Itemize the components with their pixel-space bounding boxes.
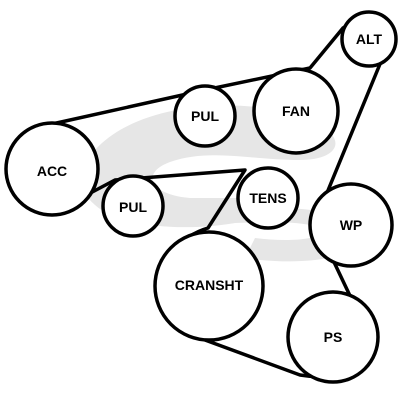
pulley-acc: ACC [4, 121, 100, 217]
pulley-alt-label: ALT [356, 31, 383, 47]
pulley-alt: ALT [340, 10, 398, 68]
pulley-wp: WP [308, 182, 394, 268]
pulley-wp-label: WP [340, 217, 363, 233]
pulley-ps-label: PS [324, 329, 343, 345]
pulley-pul-upper-label: PUL [191, 108, 219, 124]
pulley-tens-label: TENS [249, 190, 286, 206]
pulley-acc-label: ACC [37, 163, 67, 179]
pulley-pul-upper: PUL [173, 84, 237, 148]
pulley-pul-lower: PUL [101, 174, 165, 238]
pulley-fan-label: FAN [282, 103, 310, 119]
pulley-pul-lower-label: PUL [119, 199, 147, 215]
pulley-cransht: CRANSHT [153, 230, 265, 342]
pulley-ps: PS [286, 290, 380, 384]
pulley-fan: FAN [252, 67, 340, 155]
pulley-cransht-label: CRANSHT [175, 277, 244, 293]
pulley-tens: TENS [236, 166, 300, 230]
